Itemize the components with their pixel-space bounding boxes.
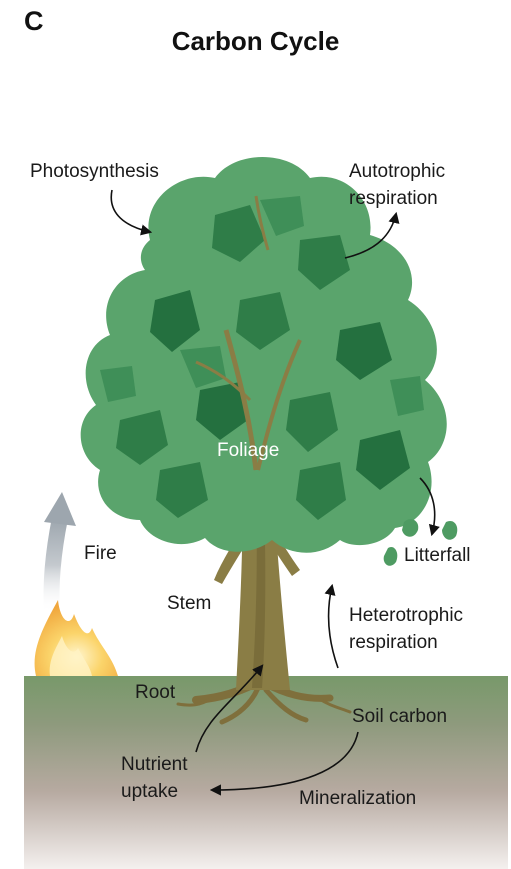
label-root: Root bbox=[135, 681, 175, 704]
tree-canopy bbox=[81, 157, 447, 553]
label-soil-carbon: Soil carbon bbox=[352, 705, 447, 728]
photosynthesis-arrow bbox=[111, 190, 150, 232]
label-autotrophic-line1: Autotrophic bbox=[349, 160, 445, 183]
label-stem: Stem bbox=[167, 592, 211, 615]
diagram-title: Carbon Cycle bbox=[0, 26, 511, 57]
label-nutrient-line1: Nutrient bbox=[121, 753, 188, 776]
label-autotrophic-line2: respiration bbox=[349, 187, 438, 210]
label-litterfall: Litterfall bbox=[404, 544, 471, 567]
label-photosynthesis: Photosynthesis bbox=[30, 160, 159, 183]
label-mineralization: Mineralization bbox=[299, 787, 416, 810]
label-fire: Fire bbox=[84, 542, 117, 565]
heterotrophic-respiration-arrow bbox=[329, 586, 338, 668]
label-foliage: Foliage bbox=[217, 439, 279, 462]
label-heterotrophic-line1: Heterotrophic bbox=[349, 604, 463, 627]
label-nutrient-line2: uptake bbox=[121, 780, 178, 803]
label-heterotrophic-line2: respiration bbox=[349, 631, 438, 654]
fire-smoke-arrow bbox=[44, 492, 76, 612]
